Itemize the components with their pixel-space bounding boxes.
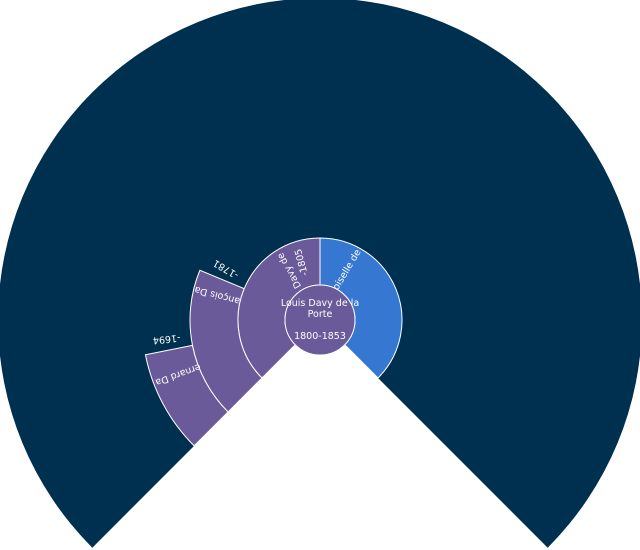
root-name-line1: Louis Davy de la: [281, 298, 359, 309]
root-dates: 1800-1853: [294, 331, 346, 342]
root-name-line2: Porte: [308, 309, 333, 320]
root-person-circle[interactable]: [284, 284, 356, 356]
great-grandfather-dates-label: -1694: [152, 332, 181, 346]
